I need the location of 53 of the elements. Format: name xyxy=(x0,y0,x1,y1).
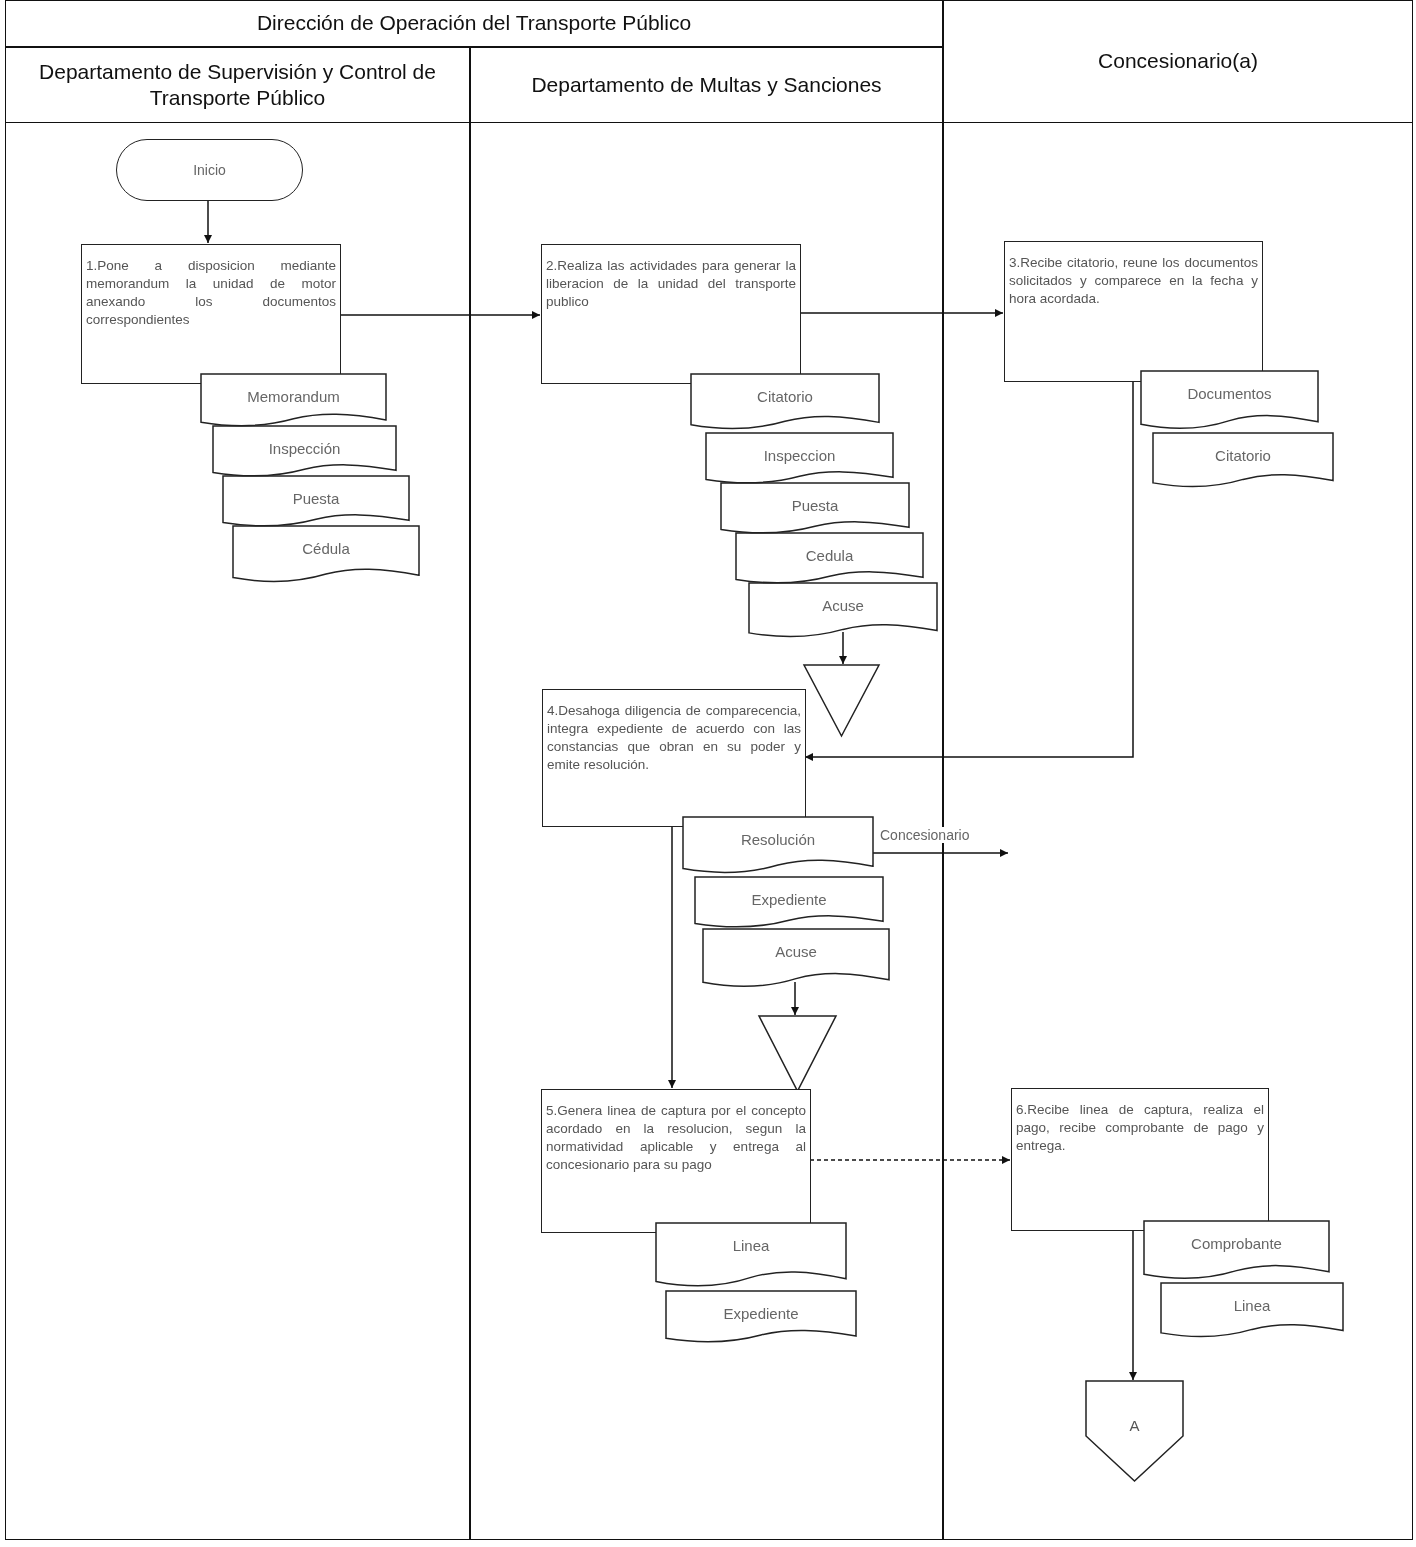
edge-label: Concesionario xyxy=(880,827,970,843)
document-label: Puesta xyxy=(291,490,341,507)
document-label: Expediente xyxy=(750,891,828,908)
terminal-label: Inicio xyxy=(193,162,226,178)
arrow xyxy=(809,1156,1011,1164)
document-label: Acuse xyxy=(774,943,818,960)
header-band xyxy=(5,0,943,47)
document-label: Expediente xyxy=(722,1305,800,1322)
off-page-connector xyxy=(1086,1381,1183,1481)
document-symbol xyxy=(666,1291,856,1346)
document-label: Comprobante xyxy=(1190,1235,1283,1252)
document-label: Cédula xyxy=(301,540,351,557)
step-text: 4.Desahoga diligencia de comparecencia, integra expediente de acuerdo con las constancias que obran en su poder y emite resolución. xyxy=(547,702,801,774)
document-label: Puesta xyxy=(790,497,840,514)
document-label: Cedula xyxy=(804,547,855,564)
document-symbol xyxy=(736,533,923,587)
document-label: Linea xyxy=(1232,1297,1272,1314)
document-label: Resolución xyxy=(739,831,817,848)
document-symbol xyxy=(721,483,909,537)
step-text: 1.Pone a disposicion mediante memorandum la unidad de motor anexando los documentos correspondientes xyxy=(86,257,336,329)
document-symbol xyxy=(706,433,893,487)
document-symbol xyxy=(213,426,396,480)
connector-label: A xyxy=(1128,1417,1141,1434)
step-text: 6.Recibe linea de captura, realiza el pago, recibe comprobante de pago y entrega. xyxy=(1016,1101,1264,1155)
document-label: Linea xyxy=(731,1237,771,1254)
step-text: 2.Realiza las actividades para generar la liberacion de la unidad del transporte publico xyxy=(546,257,796,311)
document-label: Documentos xyxy=(1186,385,1273,402)
arrow xyxy=(799,309,1004,317)
document-label: Inspeccion xyxy=(762,447,837,464)
arrow xyxy=(791,981,799,1016)
lane-heading: Departamento de Multas y Sanciones xyxy=(531,71,882,98)
document-label: Acuse xyxy=(821,597,865,614)
document-label: Citatorio xyxy=(1214,447,1272,464)
arrow xyxy=(871,849,1009,857)
document-label: Citatorio xyxy=(756,388,814,405)
document-label: Memorandum xyxy=(246,388,341,405)
lane-heading: Concesionario(a) xyxy=(1098,48,1258,75)
arrow xyxy=(804,380,1134,761)
document-symbol xyxy=(223,476,409,530)
step-text: 3.Recibe citatorio, reune los documentos solicitados y comparece en la fecha y hora acordada. xyxy=(1009,254,1258,308)
arrow xyxy=(1129,1229,1137,1381)
archive-triangle xyxy=(759,1016,836,1091)
arrow xyxy=(839,631,847,665)
lane-heading: Departamento de Supervisión y Control de Transporte Público xyxy=(38,58,437,111)
arrow xyxy=(339,311,541,319)
swimlane xyxy=(5,47,470,1540)
step-text: 5.Genera linea de captura por el concepto acordado en la resolucion, segun la normatividad aplicable y entrega al concesionario para su pago xyxy=(546,1102,806,1174)
archive-triangle xyxy=(804,665,879,736)
arrow xyxy=(204,199,212,244)
document-symbol xyxy=(695,877,883,931)
document-label: Inspección xyxy=(267,440,342,457)
arrow xyxy=(668,825,676,1089)
band-heading: Dirección de Operación del Transporte Público xyxy=(256,10,692,37)
